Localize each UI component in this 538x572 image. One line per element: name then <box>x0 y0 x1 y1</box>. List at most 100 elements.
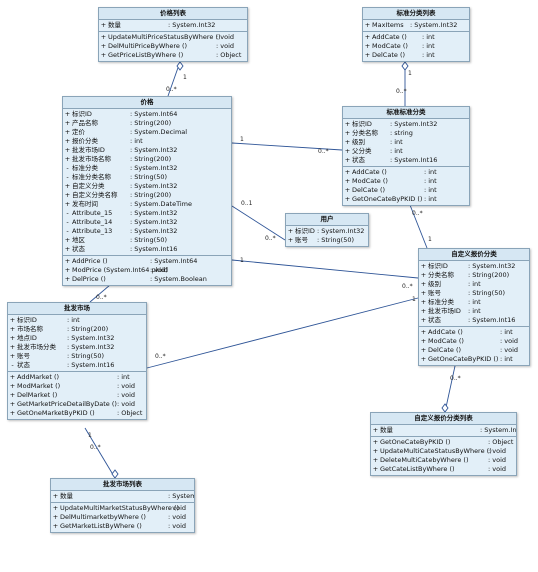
attribute-row[interactable]: +数量: System.Int32 <box>99 21 247 30</box>
attribute-row[interactable]: +报价分类: int <box>63 137 231 146</box>
class-standard-cate-list[interactable]: 标准分类列表+MaxItems: System.Int32+AddCate ()… <box>362 7 470 62</box>
method-row[interactable]: +GetOneMarketByPKID (): Object <box>8 409 146 418</box>
attribute-row[interactable]: +账号: String(50) <box>8 352 146 361</box>
method-row[interactable]: +GetOneCateByPKID (): Object <box>371 438 516 447</box>
methods-section: +AddCate (): int+ModCate (): void+DelCat… <box>419 327 529 365</box>
attribute-name: 产品名称 <box>72 119 98 127</box>
attribute-row[interactable]: +地点ID: System.Int32 <box>8 334 146 343</box>
attribute-type: : System.Decimal <box>130 128 188 136</box>
method-row[interactable]: +ModCate (): void <box>419 337 529 346</box>
attribute-row[interactable]: +产品名称: String(200) <box>63 119 231 128</box>
method-row[interactable]: +GetOneCateByPKID (): int <box>343 195 469 204</box>
method-row[interactable]: +UpdateMultiCateStatusByWhere (): void <box>371 447 516 456</box>
attribute-row[interactable]: +账号: String(50) <box>419 289 529 298</box>
visibility-marker: + <box>364 33 371 41</box>
attribute-row[interactable]: +标识ID: System.Int32 <box>419 262 529 271</box>
method-row[interactable]: +DelCate (): int <box>343 186 469 195</box>
method-row[interactable]: +AddCate (): int <box>343 168 469 177</box>
attribute-row[interactable]: +MaxItems: System.Int32 <box>363 21 469 30</box>
attribute-row[interactable]: -标准分类: System.Int32 <box>63 164 231 173</box>
visibility-marker: + <box>344 129 351 137</box>
method-row[interactable]: +AddCate (): int <box>363 33 469 42</box>
attribute-row[interactable]: +数量: System.Int32 <box>51 492 194 501</box>
method-row[interactable]: +UpdateMultiMarketStatusByWhere (): void <box>51 504 194 513</box>
visibility-marker: - <box>11 361 14 369</box>
attribute-row[interactable]: +分类名称: String(200) <box>419 271 529 280</box>
visibility-marker: + <box>420 337 427 345</box>
attribute-row[interactable]: +状态: System.Int16 <box>419 316 529 325</box>
attribute-row[interactable]: +级别: int <box>419 280 529 289</box>
attribute-row[interactable]: +批发市场名称: String(200) <box>63 155 231 164</box>
attribute-type: : String(50) <box>317 236 354 244</box>
class-market[interactable]: 批发市场+标识ID: int+市场名称: String(200)+地点ID: S… <box>7 302 147 420</box>
attribute-row[interactable]: -Attribute_13: System.Int32 <box>63 227 231 236</box>
attribute-row[interactable]: -状态: System.Int16 <box>8 361 146 370</box>
attribute-name: 批发市场ID <box>428 307 461 315</box>
class-standard-cate[interactable]: 标准标准分类+标识ID: System.Int32+分类名称: string+级… <box>342 106 470 206</box>
method-row[interactable]: +AddCate (): int <box>419 328 529 337</box>
attribute-row[interactable]: +状态: System.Int16 <box>63 245 231 254</box>
method-row[interactable]: +ModCate (): int <box>363 42 469 51</box>
class-custom-cate-list[interactable]: 自定义报价分类列表+数量: System.Int32+GetOneCateByP… <box>370 412 517 476</box>
visibility-marker: + <box>9 343 16 351</box>
attribute-row[interactable]: +级别: int <box>343 138 469 147</box>
method-row[interactable]: +DelMarket (): void <box>8 391 146 400</box>
visibility-marker: + <box>64 146 71 154</box>
class-custom-cate[interactable]: 自定义报价分类+标识ID: System.Int32+分类名称: String(… <box>418 248 530 366</box>
class-user[interactable]: 用户+标识ID: System.Int32+账号: String(50) <box>285 213 369 247</box>
attribute-row[interactable]: -Attribute_15: System.Int32 <box>63 209 231 218</box>
method-row[interactable]: +GetMarketPriceDetailByDate (): void <box>8 400 146 409</box>
attribute-row[interactable]: +标识ID: System.Int64 <box>63 110 231 119</box>
method-return-type: : System.Boolean <box>150 275 207 283</box>
method-row[interactable]: +DelPrice (): System.Boolean <box>63 275 231 284</box>
method-row[interactable]: +ModMarket (): void <box>8 382 146 391</box>
method-row[interactable]: +UpdateMultiPriceStatusByWhere (): void <box>99 33 247 42</box>
method-row[interactable]: +DelCate (): void <box>419 346 529 355</box>
visibility-marker: + <box>420 307 427 315</box>
attribute-row[interactable]: +批发市场ID: int <box>419 307 529 316</box>
class-title: 标准标准分类 <box>343 107 469 119</box>
attribute-row[interactable]: +账号: String(50) <box>286 236 368 245</box>
attribute-name: 级别 <box>352 138 365 146</box>
attribute-row[interactable]: +标识ID: int <box>8 316 146 325</box>
attribute-row[interactable]: +发布时间: System.DateTime <box>63 200 231 209</box>
method-row[interactable]: +AddPrice (): System.Int64 <box>63 257 231 266</box>
visibility-marker: + <box>420 271 427 279</box>
visibility-marker: + <box>9 400 16 408</box>
class-market-list[interactable]: 批发市场列表+数量: System.Int32+UpdateMultiMarke… <box>50 478 195 533</box>
attribute-row[interactable]: +数量: System.Int32 <box>371 426 516 435</box>
method-row[interactable]: +ModPrice (System.Int64 pkid): void <box>63 266 231 275</box>
method-row[interactable]: +GetPriceListByWhere (): Object <box>99 51 247 60</box>
method-row[interactable]: +DeleteMultiCatebyWhere (): void <box>371 456 516 465</box>
attribute-row[interactable]: +自定义分类名称: String(200) <box>63 191 231 200</box>
method-row[interactable]: +GetMarketListByWhere (): void <box>51 522 194 531</box>
visibility-marker: + <box>420 298 427 306</box>
class-price[interactable]: 价格+标识ID: System.Int64+产品名称: String(200)+… <box>62 96 232 286</box>
attribute-type: : System.Int64 <box>130 110 178 118</box>
attribute-row[interactable]: +状态: System.Int16 <box>343 156 469 165</box>
class-price-list[interactable]: 价格列表+数量: System.Int32+UpdateMultiPriceSt… <box>98 7 248 62</box>
attribute-row[interactable]: +市场名称: String(200) <box>8 325 146 334</box>
method-row[interactable]: +DelMultimarketbyWhere (): void <box>51 513 194 522</box>
attribute-row[interactable]: +标识ID: System.Int32 <box>286 227 368 236</box>
attribute-row[interactable]: +自定义分类: System.Int32 <box>63 182 231 191</box>
attribute-row[interactable]: -Attribute_14: System.Int32 <box>63 218 231 227</box>
visibility-marker: - <box>66 164 69 172</box>
method-row[interactable]: +ModCate (): int <box>343 177 469 186</box>
attribute-row[interactable]: +定价: System.Decimal <box>63 128 231 137</box>
attribute-row[interactable]: +标准分类: int <box>419 298 529 307</box>
attribute-type: : String(200) <box>130 191 172 199</box>
method-row[interactable]: +DelMultiPriceByWhere (): void <box>99 42 247 51</box>
attribute-row[interactable]: +父分类: int <box>343 147 469 156</box>
visibility-marker: - <box>66 218 69 226</box>
method-row[interactable]: +GetCateListByWhere (): void <box>371 465 516 474</box>
method-row[interactable]: +AddMarket (): int <box>8 373 146 382</box>
method-row[interactable]: +DelCate (): int <box>363 51 469 60</box>
attribute-row[interactable]: +标识ID: System.Int32 <box>343 120 469 129</box>
attribute-row[interactable]: +批发市场ID: System.Int32 <box>63 146 231 155</box>
attribute-row[interactable]: -标准分类名称: String(50) <box>63 173 231 182</box>
attribute-row[interactable]: +批发市场分类: System.Int32 <box>8 343 146 352</box>
method-row[interactable]: +GetOneCateByPKID (): int <box>419 355 529 364</box>
attribute-row[interactable]: +地区: String(50) <box>63 236 231 245</box>
attribute-row[interactable]: +分类名称: string <box>343 129 469 138</box>
